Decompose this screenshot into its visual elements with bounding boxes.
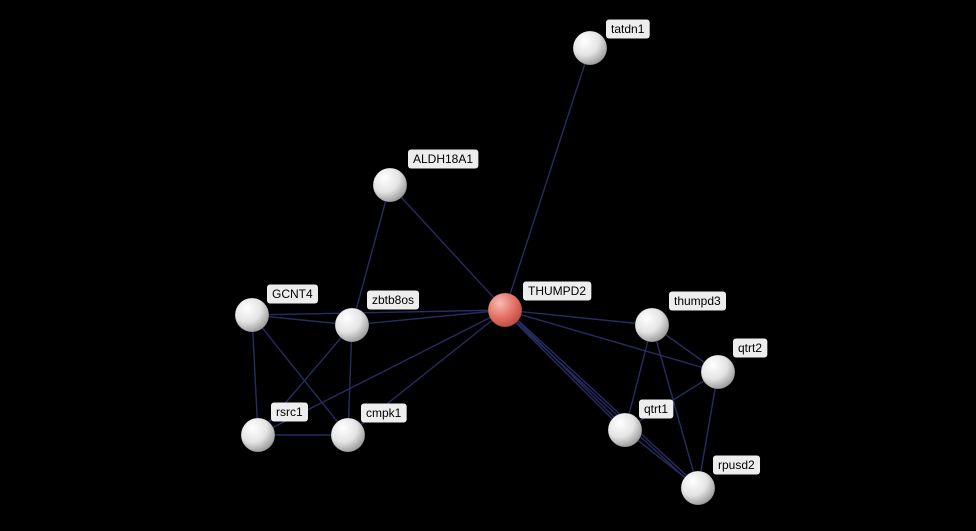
node-cmpk1[interactable] [330,417,366,453]
node-label-background-qtrt1 [639,399,674,419]
node-label-background-ALDH18A1 [408,149,479,169]
node-label-background-cmpk1 [361,403,407,423]
node-label-qtrt2: qtrt2 [733,338,768,358]
node-rsrc1[interactable] [240,417,276,453]
edge-qtrt2-rpusd2[interactable] [697,371,719,489]
edge-zbtb8os-cmpk1[interactable] [347,324,353,436]
node-qtrt2[interactable] [700,354,736,390]
node-label-qtrt1: qtrt1 [639,399,674,419]
node-label-background-GCNT4 [267,284,318,304]
node-label-background-qtrt2 [733,338,768,358]
node-ALDH18A1[interactable] [372,167,408,203]
edge-THUMPD2-rpusd2[interactable] [505,308,700,488]
node-label-cmpk1: cmpk1 [361,403,407,423]
node-label-background-THUMPD2 [523,281,592,301]
edge-THUMPD2-tatdn1[interactable] [504,47,591,311]
edge-THUMPD2-qtrt2[interactable] [504,309,719,373]
node-label-text-thumpd3: thumpd3 [674,294,721,308]
nodes-layer [234,30,736,506]
node-zbtb8os[interactable] [334,307,370,343]
node-label-text-GCNT4: GCNT4 [272,287,313,301]
node-label-zbtb8os: zbtb8os [367,290,420,310]
edge-GCNT4-rsrc1[interactable] [251,314,259,436]
node-label-background-rpusd2 [713,455,761,475]
edge-GCNT4-cmpk1[interactable] [251,314,349,436]
edge-THUMPD2-rpusd2[interactable] [503,310,698,490]
edge-THUMPD2-qtrt1[interactable] [503,310,625,432]
node-label-tatdn1: tatdn1 [606,19,650,39]
edge-THUMPD2-thumpd3[interactable] [504,309,653,326]
edge-THUMPD2-zbtb8os[interactable] [351,309,506,326]
node-THUMPD2[interactable] [487,292,523,328]
node-label-text-ALDH18A1: ALDH18A1 [413,152,473,166]
node-GCNT4[interactable] [234,297,270,333]
node-label-text-cmpk1: cmpk1 [366,406,402,420]
node-label-text-zbtb8os: zbtb8os [372,293,414,307]
edge-THUMPD2-GCNT4[interactable] [251,309,506,316]
node-thumpd3[interactable] [634,307,670,343]
edge-ALDH18A1-zbtb8os[interactable] [351,184,391,326]
node-qtrt1[interactable] [607,412,643,448]
node-tatdn1[interactable] [572,30,608,66]
node-label-thumpd3: thumpd3 [669,291,727,311]
node-label-GCNT4: GCNT4 [267,284,318,304]
node-label-THUMPD2: THUMPD2 [523,281,592,301]
node-label-rsrc1: rsrc1 [271,402,308,422]
edge-THUMPD2-qtrt1[interactable] [505,308,627,430]
node-label-rpusd2: rpusd2 [713,455,761,475]
edge-THUMPD2-ALDH18A1[interactable] [389,184,506,311]
node-label-background-rsrc1 [271,402,308,422]
edge-thumpd3-rpusd2[interactable] [651,324,699,489]
node-label-text-qtrt1: qtrt1 [644,402,668,416]
node-label-text-rpusd2: rpusd2 [718,458,755,472]
edge-thumpd3-qtrt1[interactable] [624,324,653,431]
node-label-text-tatdn1: tatdn1 [611,22,645,36]
node-rpusd2[interactable] [680,470,716,506]
node-label-background-thumpd3 [669,291,727,311]
node-label-ALDH18A1: ALDH18A1 [408,149,479,169]
node-label-background-zbtb8os [367,290,420,310]
edges-layer [251,47,719,490]
node-label-text-THUMPD2: THUMPD2 [528,284,586,298]
node-label-background-tatdn1 [606,19,650,39]
node-label-text-qtrt2: qtrt2 [738,341,762,355]
node-label-text-rsrc1: rsrc1 [276,405,303,419]
